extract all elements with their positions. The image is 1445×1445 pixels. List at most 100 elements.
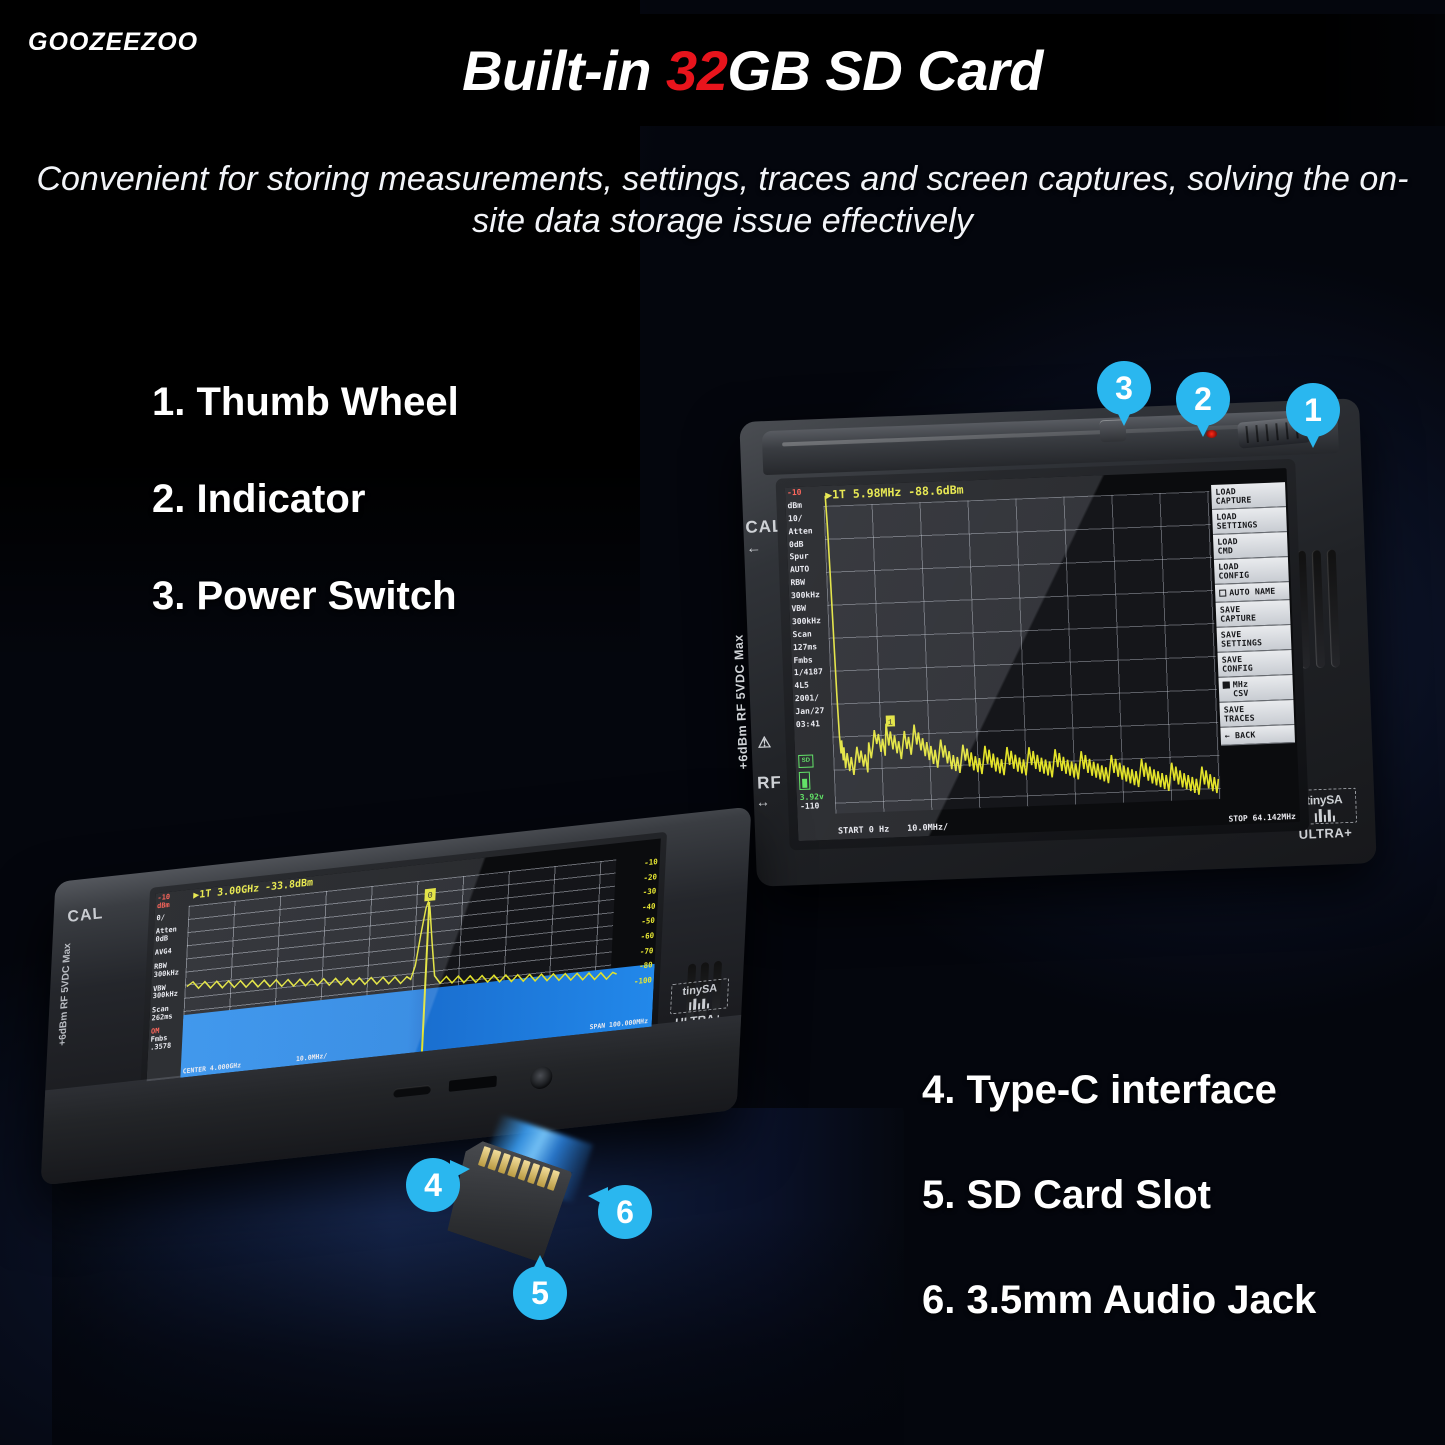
feature-item-indicator: 2. Indicator xyxy=(152,477,366,521)
page-title: Built-in 32GB SD Card xyxy=(0,38,1445,103)
menu-item-load-capture[interactable]: LOAD CAPTURE xyxy=(1211,482,1286,510)
menu-item-save-settings[interactable]: SAVE SETTINGS xyxy=(1216,625,1292,653)
sidebar-rbw-value: 300kHz xyxy=(790,590,821,601)
tinysa-logo-text: tinySA xyxy=(1305,792,1343,808)
menu-load-config-l2: CONFIG xyxy=(1218,569,1250,581)
device-bottom-bezel: -10 dBm 0/ Atten 0dB AVG4 RBW 300kHz VBW… xyxy=(140,831,668,1089)
callout-badge-4: 4 xyxy=(406,1158,460,1212)
sidebar-spur-value: AUTO xyxy=(789,564,810,575)
footer-span-per-div: 10.0MHz/ xyxy=(907,822,949,834)
device-top-bezel: -10 dBm 10/ Atten 0dB Spur AUTO RBW 300k… xyxy=(775,458,1310,851)
menu-save-capture-l2: CAPTURE xyxy=(1220,612,1257,624)
bottom-spectrum-trace: 0 xyxy=(186,888,617,1052)
svg-text:0: 0 xyxy=(427,890,433,901)
mhz-csv-checkbox-icon[interactable] xyxy=(1222,680,1230,689)
menu-load-capture-l2: CAPTURE xyxy=(1215,494,1252,506)
marker-readout-header: ▶1T 5.98MHz -88.6dBm xyxy=(824,482,964,502)
callout-badge-1: 1 xyxy=(1286,383,1340,437)
menu-save-config-l2: CONFIG xyxy=(1221,662,1254,674)
menu-item-mhz-csv[interactable]: MHz CSV xyxy=(1218,675,1294,703)
bottom-y-axis-labels: -10 -20 -30 -40 -50 -60 -70 -80 -100 xyxy=(612,857,658,988)
sidebar-unit: dBm xyxy=(787,500,803,511)
menu-item-save-traces[interactable]: SAVE TRACES xyxy=(1219,700,1295,728)
footer-stop-freq: STOP 64.142MHz xyxy=(1228,812,1297,824)
y-tick--70: -70 xyxy=(639,945,654,957)
brand-logo: GOOZEEZOO xyxy=(28,28,199,56)
menu-item-save-config[interactable]: SAVE CONFIG xyxy=(1217,650,1293,678)
sidebar-ref-level: -10 xyxy=(786,487,802,498)
menu-item-load-settings[interactable]: LOAD SETTINGS xyxy=(1212,507,1287,535)
callout-badge-2: 2 xyxy=(1176,372,1230,426)
bottom-tinysa-logo-box: tinySA xyxy=(669,977,730,1015)
page-title-suffix: GB SD Card xyxy=(727,39,1043,102)
callout-badge-5: 5 xyxy=(513,1266,567,1320)
menu-mhz-csv-l2: CSV xyxy=(1232,687,1249,699)
feature-item-audio-jack: 6. 3.5mm Audio Jack xyxy=(922,1278,1317,1322)
y-tick--80: -80 xyxy=(638,960,653,971)
screen-menu-panel[interactable]: LOAD CAPTURE LOAD SETTINGS LOAD CMD LOAD… xyxy=(1211,482,1296,746)
sidebar-atten-label: Atten xyxy=(788,526,813,536)
sidebar-atten-value: 0dB xyxy=(788,539,804,549)
auto-name-checkbox-icon[interactable] xyxy=(1219,589,1227,597)
device-top-tinysa-ultra: CAL ← +6dBm RF 5VDC Max ⚠ RF ↔ tinySA UL… xyxy=(731,398,1377,887)
sidebar-vbw-label: VBW xyxy=(791,603,807,614)
sidebar-year: 2001/ xyxy=(794,693,820,704)
warning-triangle-icon: ⚠ xyxy=(757,734,772,752)
spectrum-footer: START 0 Hz 10.0MHz/ xyxy=(837,822,966,837)
sidebar-scan-label: Scan xyxy=(792,629,812,639)
menu-item-save-capture[interactable]: SAVE CAPTURE xyxy=(1215,600,1291,628)
feature-item-thumb-wheel: 1. Thumb Wheel xyxy=(152,380,459,424)
sidebar-points-extra: 4L5 xyxy=(794,680,810,691)
y-tick--60: -60 xyxy=(640,930,655,942)
menu-load-settings-l2: SETTINGS xyxy=(1216,518,1258,531)
menu-item-back[interactable]: ← BACK xyxy=(1220,724,1296,746)
sidebar-points: 1/4187 xyxy=(793,667,824,678)
page-subtitle: Convenient for storing measurements, set… xyxy=(36,160,1409,241)
footer-start-freq: START 0 Hz xyxy=(837,824,890,837)
menu-auto-name-label: AUTO NAME xyxy=(1229,585,1276,598)
sidebar-vbw-value: 300kHz xyxy=(791,615,822,627)
device-bottom-cal-label: CAL xyxy=(67,905,104,927)
battery-icon xyxy=(798,771,811,791)
menu-item-load-cmd[interactable]: LOAD CMD xyxy=(1212,532,1288,560)
callout-badge-3: 3 xyxy=(1097,361,1151,415)
menu-save-settings-l2: SETTINGS xyxy=(1220,636,1263,649)
bottom-ref-level: -110 xyxy=(799,801,820,812)
device-bottom-lcd-screen[interactable]: -10 dBm 0/ Atten 0dB AVG4 RBW 300kHz VBW… xyxy=(146,838,661,1082)
sidebar-rbw-label: RBW xyxy=(790,577,806,588)
menu-load-cmd-l2: CMD xyxy=(1217,544,1234,556)
y-tick--30: -30 xyxy=(642,886,657,897)
feature-list-left: 1. Thumb Wheel 2. Indicator 3. Power Swi… xyxy=(152,380,622,671)
menu-save-traces-l2: TRACES xyxy=(1223,712,1255,724)
page-title-highlight: 32 xyxy=(666,39,728,102)
device-top-lcd-screen[interactable]: -10 dBm 10/ Atten 0dB Spur AUTO RBW 300k… xyxy=(784,468,1301,842)
bottom-spectrum-bars-icon xyxy=(673,994,725,1012)
cal-arrow-icon: ← xyxy=(745,539,762,557)
menu-item-load-config[interactable]: LOAD CONFIG xyxy=(1213,557,1289,585)
title-backdrop-band xyxy=(360,14,1445,126)
callout-badge-6: 6 xyxy=(598,1185,652,1239)
sidebar-scan-value: 127ms xyxy=(792,641,818,652)
page-title-prefix: Built-in xyxy=(462,39,667,102)
sidebar-scale: 10/ xyxy=(787,513,803,524)
feature-list-right: 4. Type-C interface 5. SD Card Slot 6. 3… xyxy=(922,1068,1442,1383)
plus-superscript: + xyxy=(1343,824,1353,841)
feature-item-power-switch: 3. Power Switch xyxy=(152,574,457,618)
spectrum-grid xyxy=(823,491,1222,814)
power-switch-control[interactable] xyxy=(1099,419,1127,443)
sidebar-spur-label: Spur xyxy=(789,551,809,562)
sidebar-fmbs-label: Fmbs xyxy=(793,655,813,665)
pedestal-shadow xyxy=(52,1215,904,1445)
sidebar-date: Jan/27 xyxy=(795,706,825,717)
sidebar-time: 03:41 xyxy=(795,719,821,730)
y-tick--50: -50 xyxy=(641,915,656,927)
rf-port-label: RF xyxy=(756,772,783,793)
sd-card-icon: SD xyxy=(798,754,814,769)
device-top-vent-slots xyxy=(1296,549,1345,669)
rf-arrow-icon: ↔ xyxy=(755,793,771,810)
device-bottom-warning-label: +6dBm RF 5VDC Max xyxy=(57,942,74,1047)
feature-item-sd-slot: 5. SD Card Slot xyxy=(922,1173,1211,1217)
feature-item-type-c: 4. Type-C interface xyxy=(922,1068,1277,1112)
y-tick--20: -20 xyxy=(643,871,658,883)
y-tick--40: -40 xyxy=(641,901,656,912)
